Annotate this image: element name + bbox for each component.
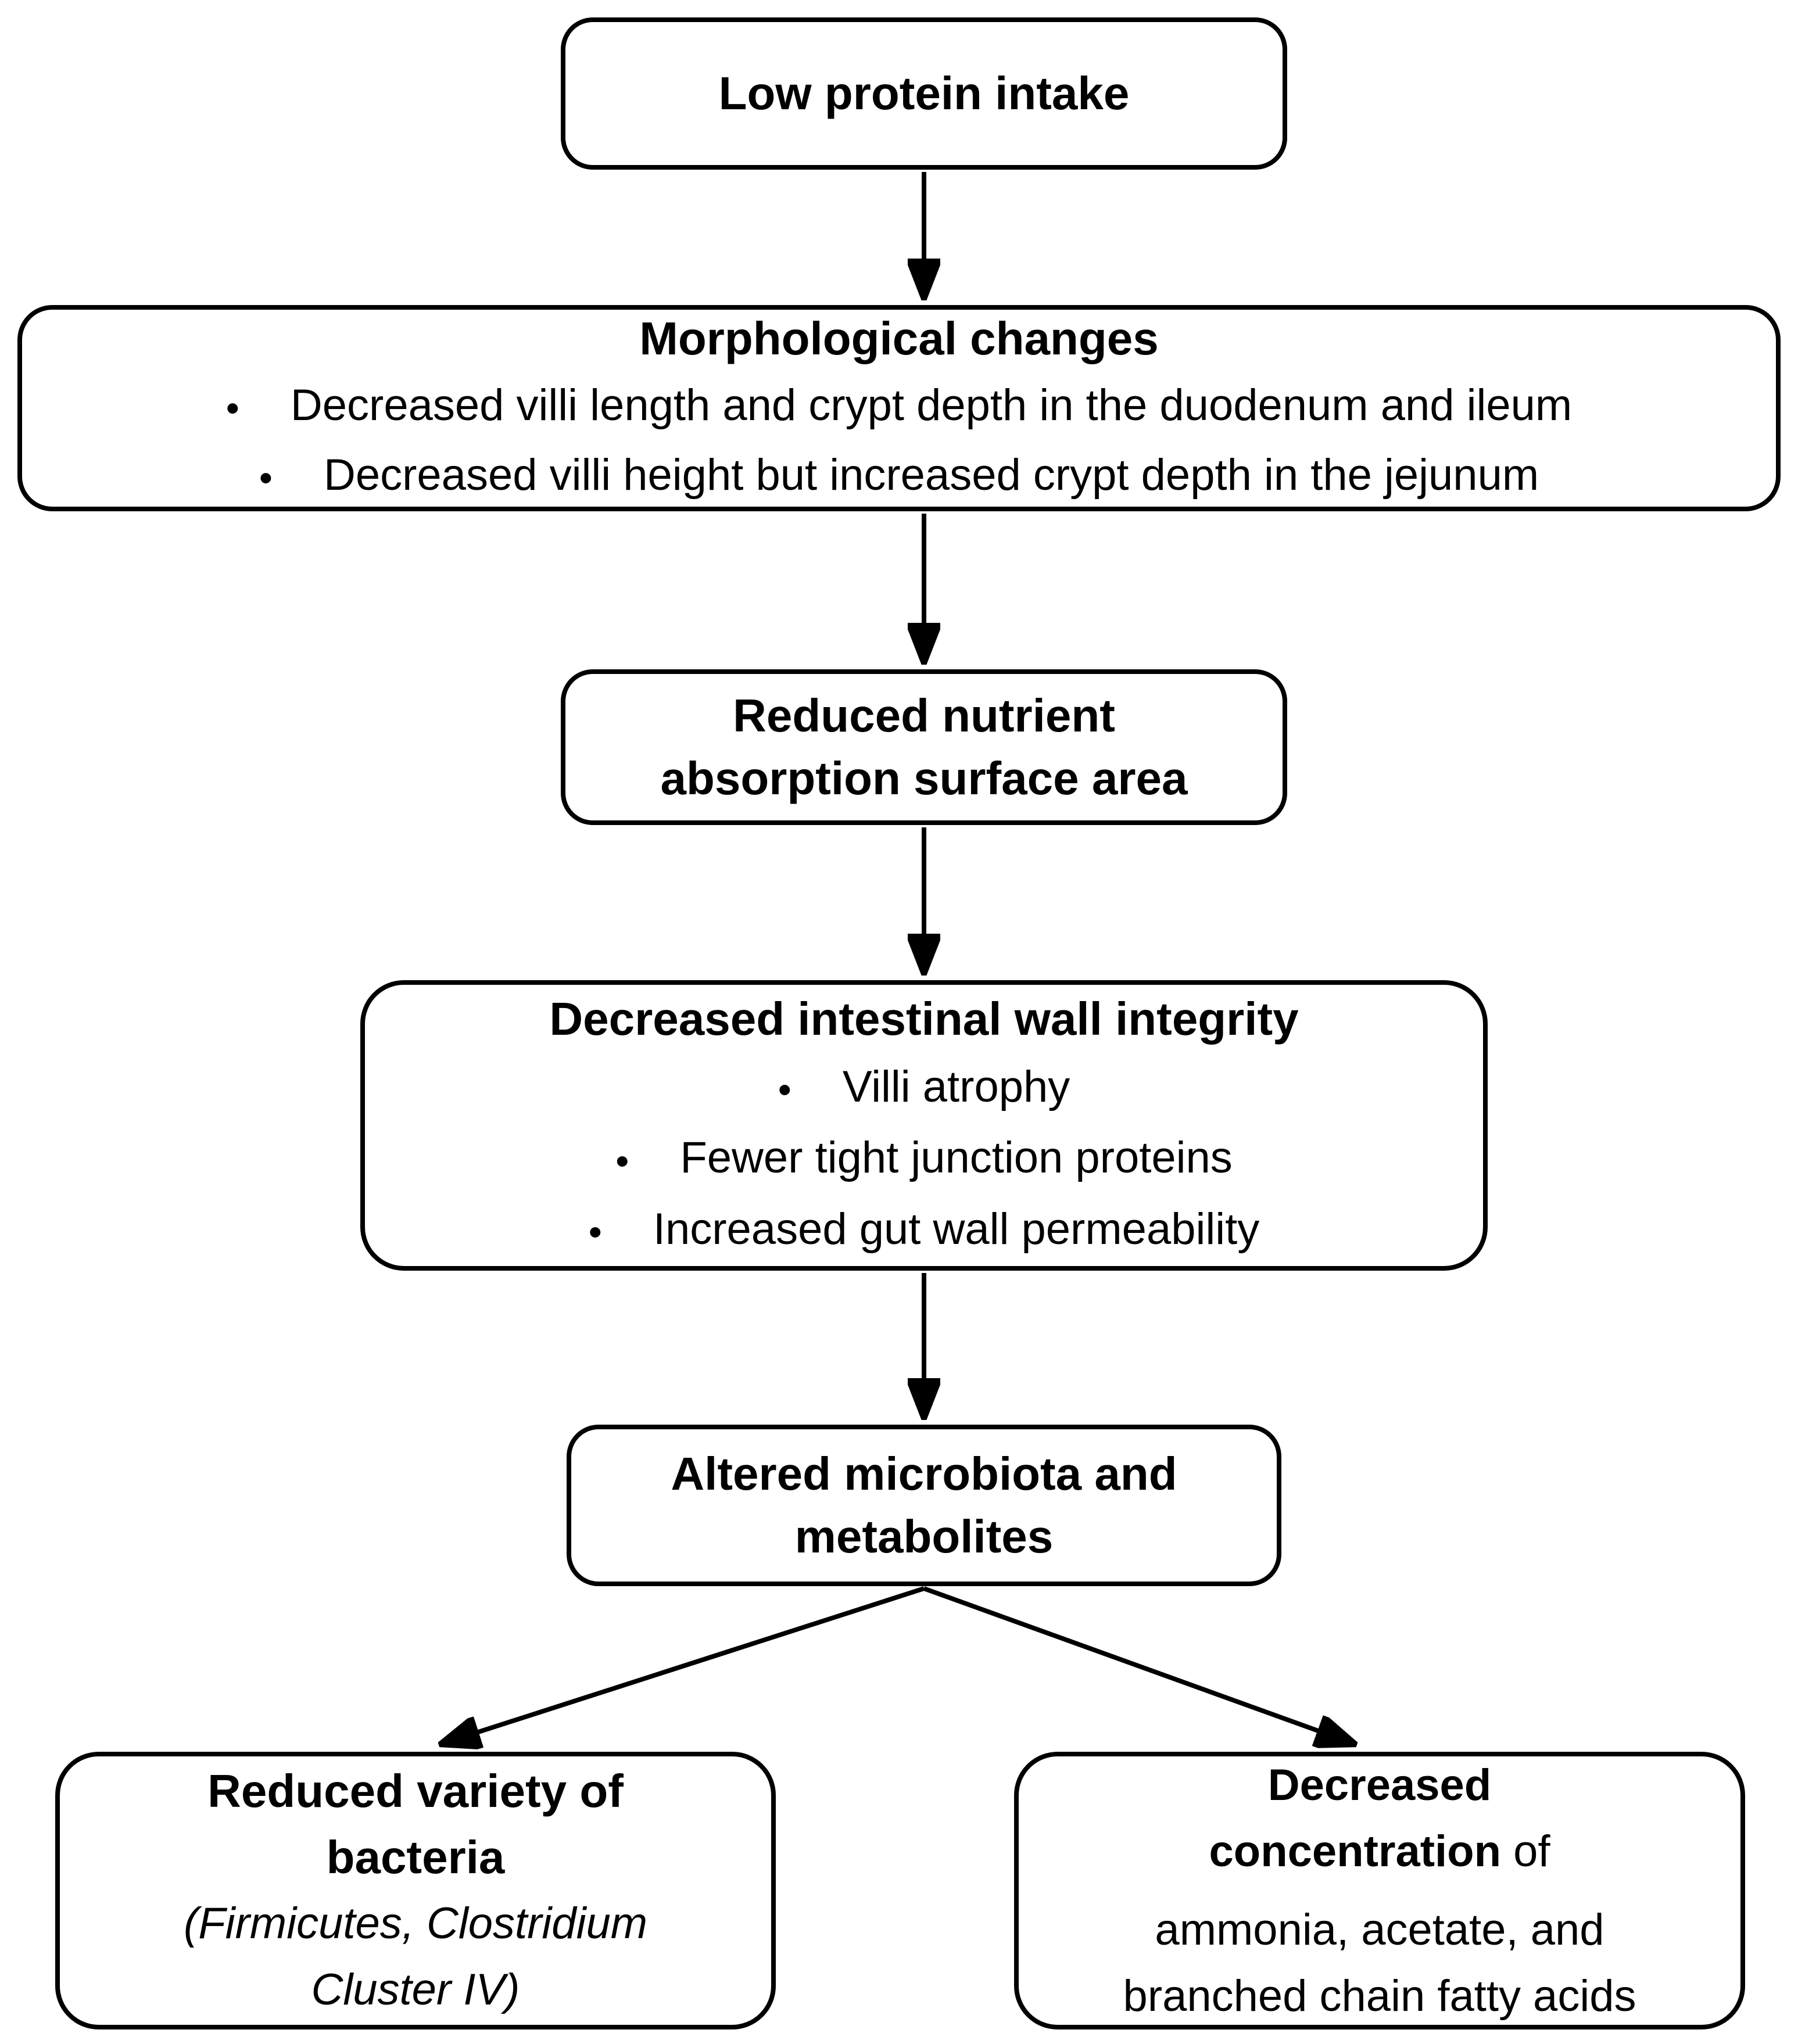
bullet-text: Increased gut wall permeability [653,1204,1260,1254]
node-body-line: branched chain fatty acids [1123,1971,1636,2021]
bullet-icon: • [615,1139,629,1182]
bullet-icon: • [588,1210,602,1254]
arrow-altered-microbiota-to-decreased-concentration [923,1586,1355,1744]
node-body-line: ammonia, acetate, and [1155,1905,1604,1955]
bullet-icon: • [259,456,273,500]
node-species-line: (Firmicutes, Clostridium [183,1899,648,1948]
node-title-bold-part: concentration [1209,1826,1502,1876]
node-title: Low protein intake [718,67,1130,119]
node-title-line: bacteria [326,1831,505,1883]
node-title-line: concentration of [1209,1819,1550,1897]
arrow-altered-microbiota-to-reduced-variety [440,1586,925,1744]
node-title-line: metabolites [794,1511,1054,1562]
node-title-line: Reduced variety of [207,1765,624,1817]
node-reduced-nutrient-absorption: Reduced nutrient absorption surface area [561,669,1287,825]
node-species-line: Cluster IV) [311,1965,520,2014]
node-morphological-changes: Morphological changes • Decreased villi l… [17,305,1781,511]
node-title-line: Altered microbiota and [671,1448,1177,1500]
bullet-icon: • [225,386,239,429]
bullet-item: • Increased gut wall permeability [589,1195,1260,1266]
bullet-text: Villi atrophy [842,1062,1070,1111]
node-low-protein-intake: Low protein intake [561,17,1287,170]
bullet-item: • Fewer tight junction proteins [615,1124,1233,1195]
bullet-text: Decreased villi length and crypt depth i… [290,380,1573,430]
bullet-text: Fewer tight junction proteins [680,1133,1233,1183]
bullet-text: Decreased villi height but increased cry… [323,450,1539,500]
node-decreased-intestinal-wall-integrity: Decreased intestinal wall integrity • Vil… [360,980,1488,1271]
bullet-icon: • [778,1068,791,1111]
node-title-line: Reduced nutrient [733,690,1115,741]
node-title-regular-part: of [1501,1826,1550,1876]
bullet-item: • Decreased villi length and crypt depth … [226,372,1572,442]
node-title-line: Decreased [1267,1760,1492,1810]
node-decreased-concentration: Decreased concentration of ammonia, acet… [1014,1752,1745,2029]
node-reduced-variety-of-bacteria: Reduced variety of bacteria (Firmicutes,… [55,1752,776,2029]
node-title-line: absorption surface area [660,752,1188,804]
node-title: Morphological changes [639,312,1159,364]
node-title: Decreased intestinal wall integrity [549,992,1299,1045]
bullet-item: • Decreased villi height but increased cr… [259,442,1539,511]
bullet-item: • Villi atrophy [778,1053,1070,1124]
node-altered-microbiota-and-metabolites: Altered microbiota and metabolites [567,1425,1281,1586]
